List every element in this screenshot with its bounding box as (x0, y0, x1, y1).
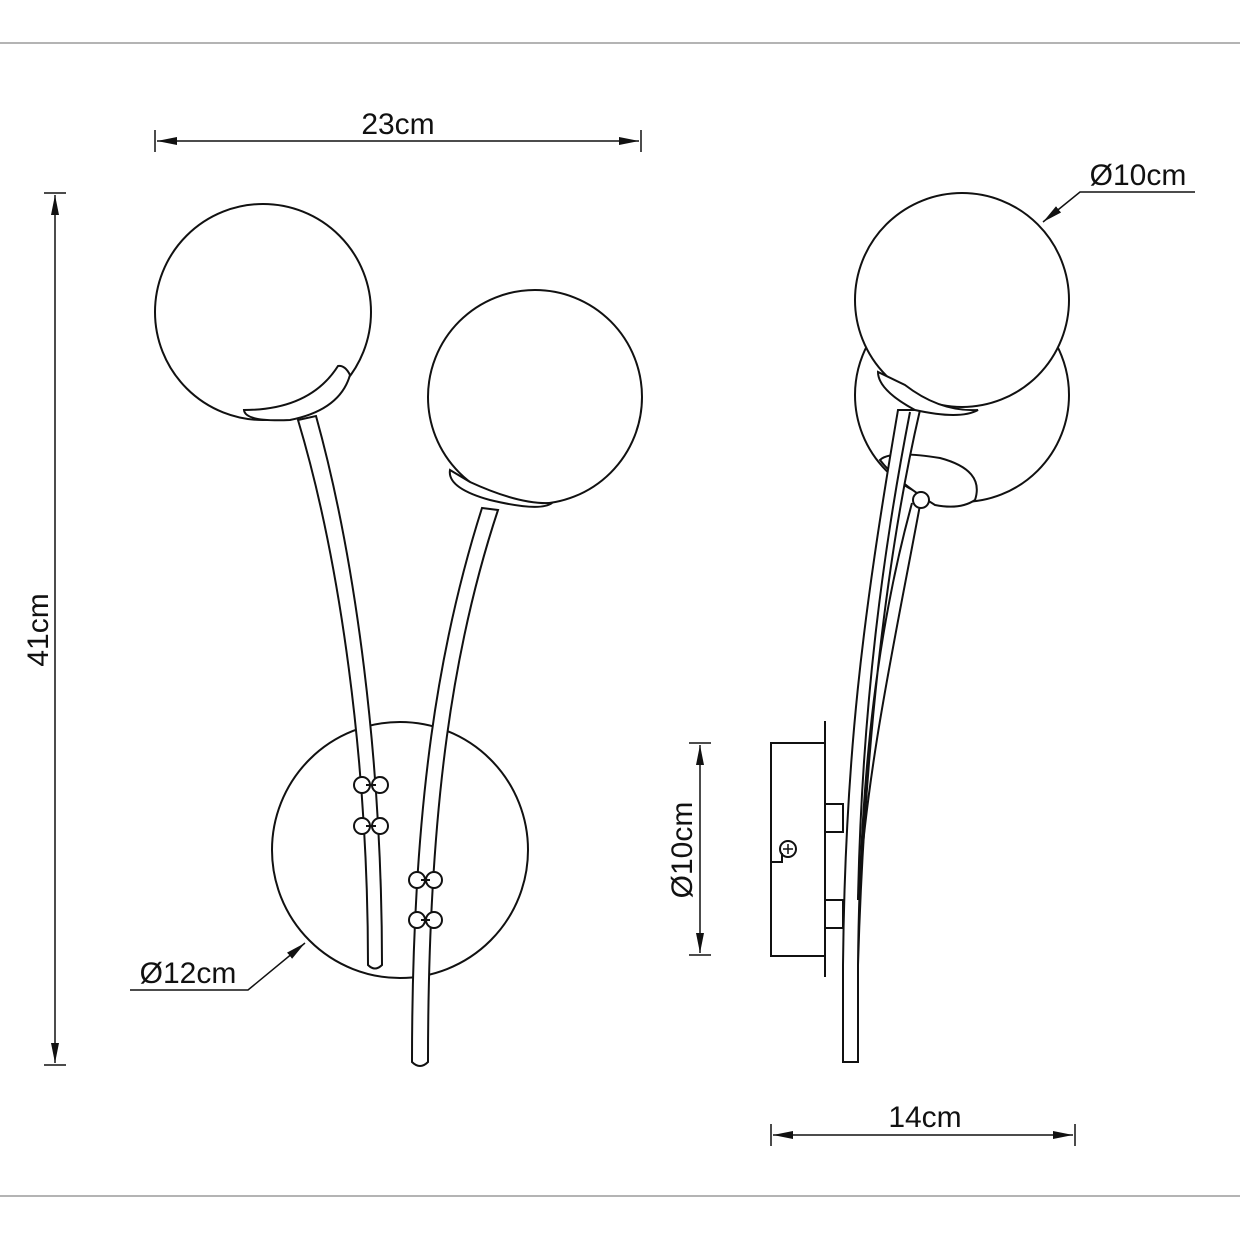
globe-right (427, 289, 643, 505)
depth-dimension: 14cm (770, 1101, 1076, 1146)
cup-right (448, 468, 556, 508)
backplate-side-label: Ø10cm (666, 802, 699, 899)
backplate-front-dimension: Ø12cm (130, 942, 306, 991)
cup-side (876, 370, 979, 416)
height-label: 41cm (22, 593, 55, 666)
height-dimension: 41cm (22, 192, 66, 1066)
globe-diameter-dimension: Ø10cm (1042, 159, 1195, 223)
front-view (154, 203, 643, 1067)
stem-left (296, 414, 384, 970)
globe-front (854, 192, 1070, 408)
stem-side (842, 409, 922, 1063)
globe-diameter-label: Ø10cm (1090, 159, 1187, 192)
screws (353, 776, 443, 929)
depth-label: 14cm (888, 1101, 961, 1134)
width-dimension: 23cm (154, 108, 642, 152)
stem-right (410, 506, 500, 1067)
backplate-front-label: Ø12cm (140, 957, 237, 990)
backplate-side-dimension: Ø10cm (666, 742, 711, 956)
stem-side-rear (857, 504, 921, 901)
side-view (770, 192, 1070, 1063)
width-label: 23cm (361, 108, 434, 141)
cup-left (242, 364, 352, 422)
backplate (271, 721, 529, 979)
